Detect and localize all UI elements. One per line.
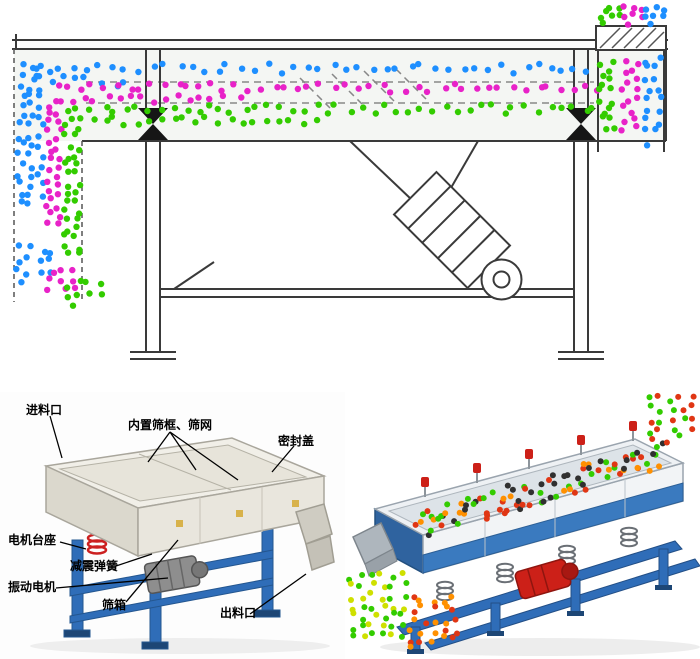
machine-shadow — [30, 638, 330, 654]
label-screen-frame-mesh: 内置筛框、筛网 — [128, 418, 213, 432]
schematic-drawing — [12, 3, 668, 360]
labeled-machine-section: 进料口 内置筛框、筛网 密封盖 电机台座 减震弹簧 振动电机 筛箱 出料口 — [0, 392, 345, 659]
vibration-motor-photo — [143, 555, 209, 595]
discharge-funnel — [349, 140, 479, 201]
screen-decks — [86, 68, 594, 109]
machine-render — [346, 392, 700, 656]
vibration-isolator-right — [566, 108, 596, 140]
support-leg-left — [130, 49, 176, 360]
render-shadow — [380, 638, 700, 656]
top-frame — [12, 34, 668, 50]
render-chute — [352, 521, 398, 577]
schematic-particles — [13, 3, 668, 309]
machine-illustration — [30, 415, 335, 654]
label-discharge-outlet: 出料口 — [220, 606, 257, 620]
label-vibration-motor: 振动电机 — [8, 580, 57, 594]
leader-lines — [49, 415, 307, 615]
label-damping-spring: 减震弹簧 — [70, 559, 119, 573]
label-feed-inlet: 进料口 — [26, 403, 63, 417]
screen-box-outline — [82, 49, 667, 142]
vibration-motor-schematic — [392, 170, 523, 301]
render-clamps — [421, 421, 637, 497]
support-leg-right — [558, 49, 604, 360]
vibration-isolator-left — [138, 108, 168, 140]
machine-body — [43, 437, 327, 558]
label-motor-base: 电机台座 — [8, 533, 57, 547]
machine-render-section — [345, 389, 700, 659]
render-particles — [346, 392, 697, 650]
label-sealing-cover: 密封盖 — [278, 434, 315, 448]
left-return-channel — [13, 49, 83, 302]
label-screen-box: 筛箱 — [102, 598, 127, 612]
discharge-chute — [295, 503, 335, 571]
render-motor — [514, 558, 579, 600]
schematic-section — [12, 3, 668, 360]
